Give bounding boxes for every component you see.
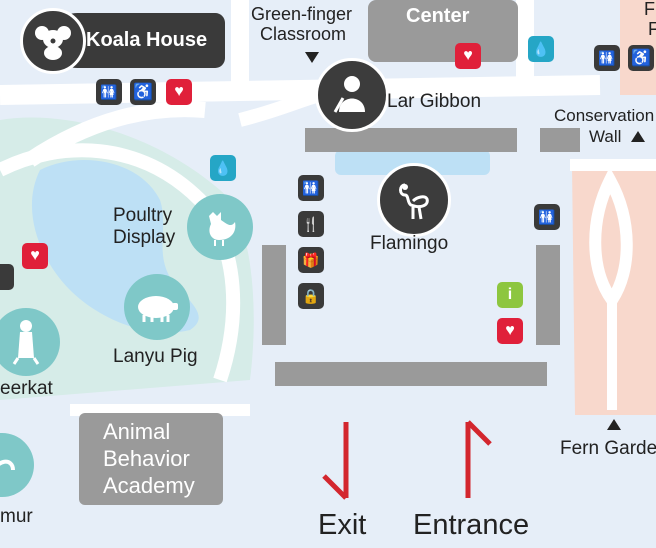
- restroom-icon: 🚻: [96, 79, 122, 105]
- flamingo-label: Flamingo: [370, 233, 449, 254]
- top-right-label-1: F: [644, 0, 655, 19]
- restaurant-icon: 🍴: [298, 211, 324, 237]
- poultry-label-1: Poultry: [113, 205, 173, 226]
- conservation-label-2: Wall: [589, 127, 622, 146]
- accessible-icon: ♿: [130, 79, 156, 105]
- lar-gibbon-label: Lar Gibbon: [387, 91, 482, 112]
- locker-icon: 🔒: [298, 283, 324, 309]
- green-finger-label-1: Green-finger: [251, 4, 353, 24]
- animal-behavior-label-1: Animal: [103, 419, 171, 444]
- water-drop-icon: 💧: [210, 155, 236, 181]
- meerkat-icon: [0, 308, 60, 376]
- flamingo-icon: [377, 163, 451, 237]
- restroom-icon: 🚻: [594, 45, 620, 71]
- animal-behavior-label-2: Behavior: [103, 446, 190, 471]
- accessible-icon: ♿: [628, 45, 654, 71]
- aed-heart-icon: ♥: [497, 318, 523, 344]
- exit-arrow: [322, 422, 349, 500]
- fern-garden-label: Fern Garde: [560, 438, 656, 459]
- restroom-icon: 🚻: [298, 175, 324, 201]
- conservation-label-1: Conservation: [554, 106, 655, 125]
- entrance-arrow: [465, 420, 492, 498]
- gibbon-icon: [315, 58, 389, 132]
- meerkat-label: eerkat: [0, 378, 53, 399]
- aed-heart-icon: ♥: [455, 43, 481, 69]
- flamingo-pool: [335, 150, 490, 175]
- top-right-label-2: F: [648, 19, 656, 39]
- rooster-icon: [187, 194, 253, 260]
- info-icon: i: [497, 282, 523, 308]
- lemur-label: mur: [0, 506, 33, 527]
- entrance-label[interactable]: Entrance: [413, 509, 530, 541]
- restroom-icon: 🚻: [534, 204, 560, 230]
- koala-icon: [20, 8, 86, 74]
- water-drop-icon: 💧: [528, 36, 554, 62]
- aed-heart-icon: ♥: [166, 79, 192, 105]
- poultry-label-2: Display: [113, 227, 176, 248]
- gift-shop-icon: 🎁: [298, 247, 324, 273]
- restroom-icon: [0, 264, 14, 290]
- lanyu-pig-label: Lanyu Pig: [113, 346, 198, 367]
- green-finger-label-2: Classroom: [260, 24, 347, 44]
- exit-label[interactable]: Exit: [318, 509, 367, 541]
- animal-behavior-label-3: Academy: [103, 473, 195, 498]
- animal-behavior-academy-box[interactable]: [79, 413, 223, 505]
- koala-house-label: Koala House: [86, 29, 208, 51]
- pig-icon: [124, 274, 190, 340]
- aed-heart-icon: ♥: [22, 243, 48, 269]
- center-label: Center: [406, 5, 470, 27]
